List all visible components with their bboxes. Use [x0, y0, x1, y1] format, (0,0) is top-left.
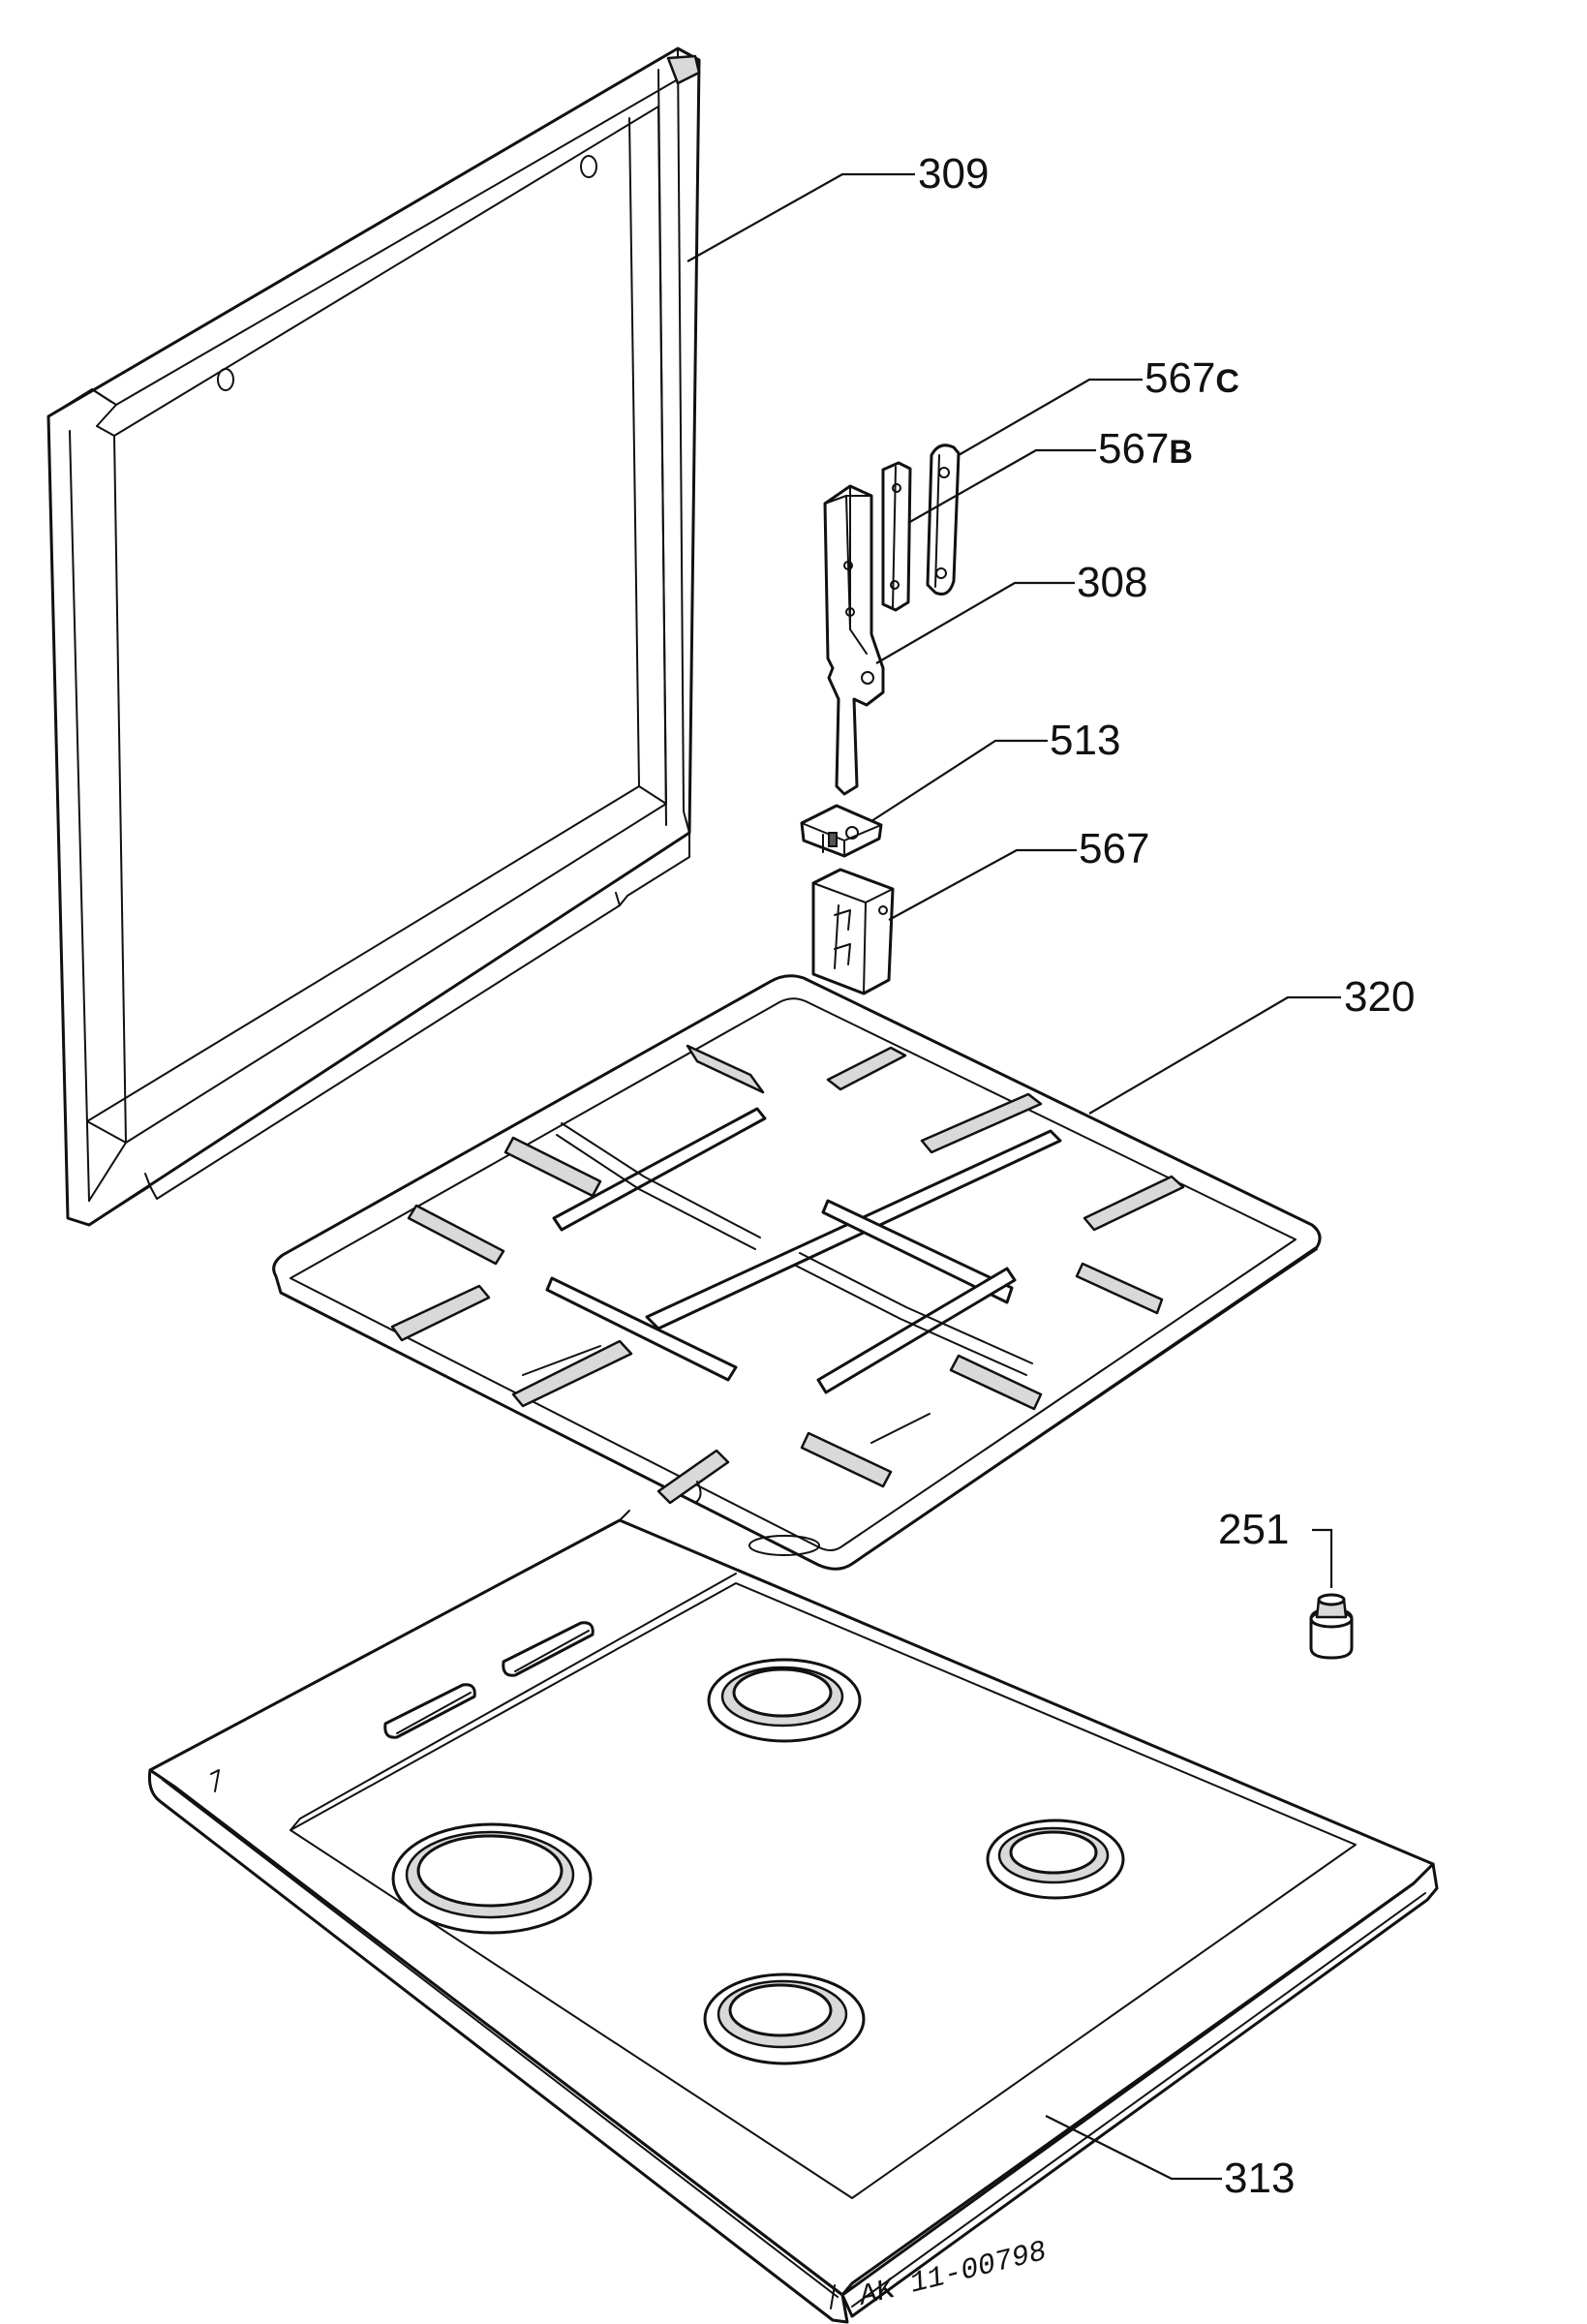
label-567c: 567C [1144, 354, 1239, 402]
leader-320 [1088, 995, 1341, 1115]
hinge-spacer-part-567b[interactable] [881, 461, 912, 612]
hinge-plate-part-567c[interactable] [926, 443, 961, 596]
leader-251 [1312, 1528, 1333, 1588]
leader-308 [875, 581, 1075, 664]
label-567: 567 [1079, 825, 1149, 872]
label-567b: 567B [1098, 425, 1193, 473]
leader-567c [958, 378, 1143, 456]
hinge-mounting-plate-part-567[interactable] [811, 868, 895, 995]
leader-309 [687, 172, 915, 262]
pan-support-grid-part-320[interactable] [272, 974, 1322, 1571]
label-513: 513 [1050, 717, 1120, 764]
label-313: 313 [1224, 2155, 1295, 2202]
foot-part-251[interactable] [1309, 1593, 1354, 1660]
label-309: 309 [918, 150, 989, 198]
label-308: 308 [1077, 559, 1147, 606]
label-251: 251 [1218, 1506, 1289, 1553]
leader-567b [907, 448, 1096, 524]
leader-313 [1045, 2115, 1222, 2181]
hinge-clip-part-513[interactable] [800, 804, 883, 858]
lid-part-309[interactable] [46, 46, 701, 1227]
leader-lines [687, 172, 1341, 2181]
hob-top-part-313[interactable] [148, 1510, 1439, 2324]
leader-513 [870, 739, 1048, 822]
label-320: 320 [1344, 973, 1415, 1021]
leader-567 [888, 848, 1077, 921]
hinge-part-308[interactable] [823, 484, 885, 796]
